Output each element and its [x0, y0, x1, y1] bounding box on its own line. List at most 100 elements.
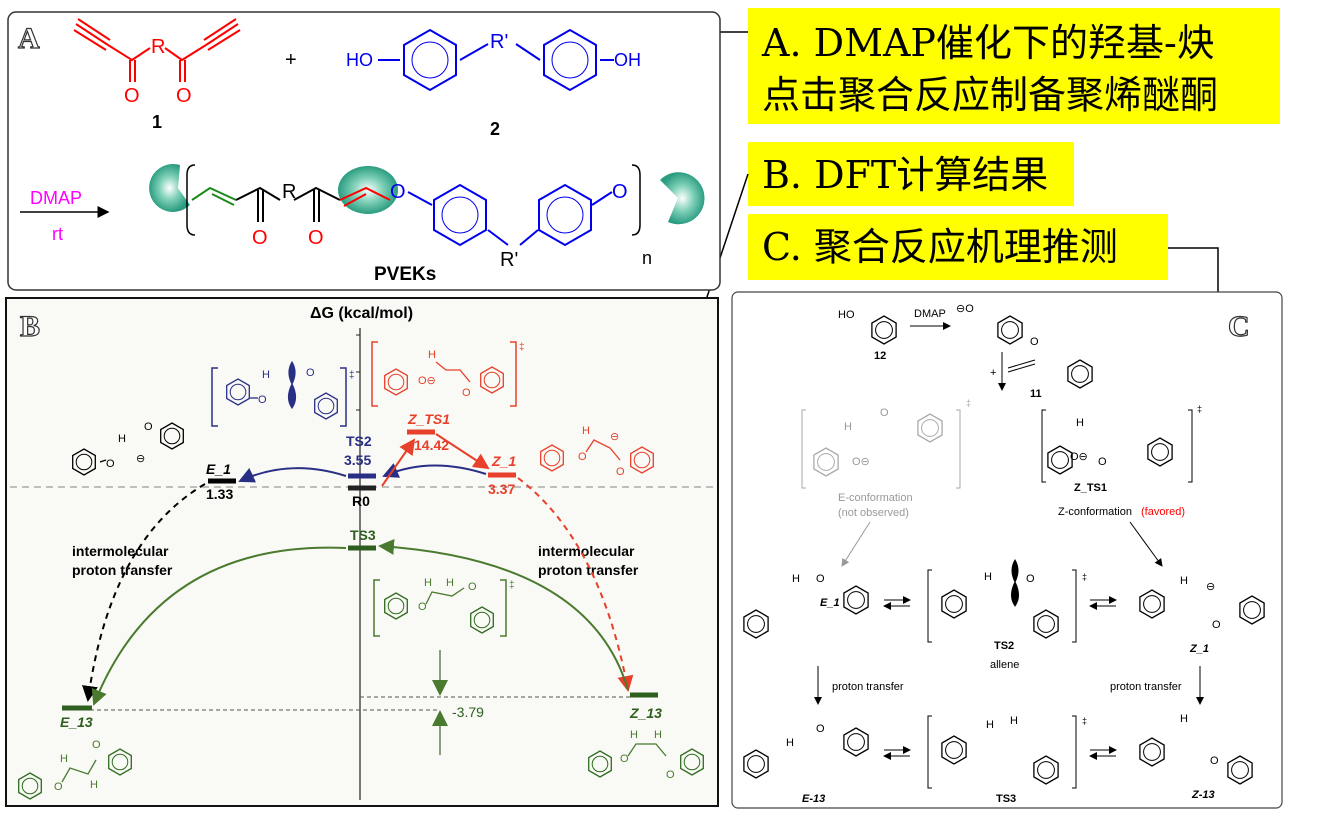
- c-z13-h: H: [1180, 713, 1188, 725]
- c-dagger-ts2: ‡: [1082, 572, 1087, 582]
- aromatic-circle-icon: [1037, 615, 1055, 633]
- aromatic-circle-icon: [945, 741, 963, 759]
- callout-c: C. 聚合反应机理推测: [748, 214, 1168, 280]
- benzene-ring-icon: [1067, 359, 1093, 389]
- panel-a-label: A: [18, 22, 40, 55]
- aromatic-circle-icon: [847, 591, 865, 609]
- label-e1: E_1: [206, 461, 231, 477]
- compound-2-oh: OH: [614, 50, 641, 70]
- label-e13: E_13: [60, 714, 93, 730]
- axis-title: ΔG (kcal/mol): [310, 305, 413, 322]
- dagger-ts3: ‡: [509, 580, 515, 591]
- benzene-ring-icon: [680, 748, 704, 776]
- c-dagger-ts3: ‡: [1082, 716, 1087, 726]
- benzene-ring-icon: [108, 748, 132, 776]
- c-ts3-h1: H: [986, 719, 994, 731]
- benzene-ring-icon: [403, 28, 457, 92]
- benzene-ring-icon: [470, 606, 494, 634]
- panel-b: B ΔG (kcal/mol) E_1 1.33 TS2 3.55 R0 Z_T…: [5, 297, 719, 807]
- benzene-ring-icon: [630, 446, 654, 474]
- callout-c-text: C. 聚合反应机理推测: [762, 225, 1118, 269]
- c-ts3-h2: H: [1010, 715, 1018, 727]
- benzene-ring-icon: [1147, 437, 1173, 467]
- value-e1: 1.33: [206, 486, 233, 502]
- aromatic-circle-icon: [441, 196, 479, 234]
- benzene-ring-icon: [384, 592, 408, 620]
- benzene-ring-icon: [1239, 595, 1265, 625]
- aromatic-circle-icon: [817, 453, 835, 471]
- c-dmap: DMAP: [914, 308, 946, 320]
- c-pt-right: proton transfer: [1110, 681, 1182, 693]
- benzene-ring-icon: [941, 735, 967, 765]
- benzene-ring-icon: [1139, 737, 1165, 767]
- ts3-h1: H: [424, 577, 432, 589]
- ts2-h: H: [262, 369, 270, 381]
- aromatic-circle-icon: [1243, 601, 1261, 619]
- aromatic-circle-icon: [546, 196, 584, 234]
- zts1-carbonyl-o: O: [462, 387, 471, 399]
- e13-carbonyl-o: O: [92, 739, 101, 751]
- c-e1-h: H: [792, 573, 800, 585]
- dagger-zts1: ‡: [519, 342, 525, 353]
- c-econf-label1: E-conformation: [838, 492, 913, 504]
- aromatic-circle-icon: [633, 451, 651, 469]
- benzene-ring-icon: [843, 585, 869, 615]
- benzene-ring-icon: [226, 378, 250, 406]
- polymer-rprime: R': [500, 249, 518, 271]
- aromatic-circle-icon: [921, 419, 939, 437]
- c-ts3-label: TS3: [996, 793, 1016, 805]
- aromatic-circle-icon: [387, 373, 405, 391]
- aromatic-circle-icon: [1151, 443, 1169, 461]
- c-zts1-label: Z_TS1: [1074, 482, 1107, 494]
- z13-h1: H: [630, 729, 638, 741]
- benzene-ring-icon: [314, 392, 338, 420]
- ts2-o: O: [258, 394, 267, 406]
- aromatic-circle-icon: [317, 397, 335, 415]
- benzene-ring-icon: [743, 749, 769, 779]
- c-z1-o: O: [1212, 619, 1221, 631]
- polymer-o4: O: [612, 181, 628, 203]
- ts3-o: O: [418, 601, 427, 613]
- callout-a-line1: A. DMAP催化下的羟基-炔: [761, 21, 1215, 65]
- condition-rt: rt: [52, 224, 63, 244]
- plus-sign: +: [285, 49, 297, 71]
- annot-left-1: intermolecular: [72, 543, 169, 559]
- e1-o: O: [106, 458, 115, 470]
- callout-a: A. DMAP催化下的羟基-炔 点击聚合反应制备聚烯醚酮: [748, 8, 1280, 124]
- aromatic-circle-icon: [1051, 451, 1069, 469]
- benzene-rings: [18, 28, 1265, 800]
- benzene-ring-icon: [160, 422, 184, 450]
- label-ts2: TS2: [346, 433, 372, 449]
- benzene-ring-icon: [480, 366, 504, 394]
- compound-2-rprime: R': [490, 31, 508, 53]
- aromatic-circle-icon: [875, 321, 893, 339]
- c-zts1-oneg: O⊖: [1070, 451, 1088, 463]
- aromatic-circle-icon: [1037, 761, 1055, 779]
- aromatic-circle-icon: [1071, 365, 1089, 383]
- aromatic-circle-icon: [163, 427, 181, 445]
- aromatic-circle-icon: [945, 595, 963, 613]
- benzene-ring-icon: [543, 28, 597, 92]
- c-ts2-label: TS2: [994, 640, 1014, 652]
- aromatic-circle-icon: [847, 733, 865, 751]
- aromatic-circle-icon: [75, 453, 93, 471]
- c-num11: 11: [1030, 388, 1042, 400]
- compound-1-number: 1: [152, 112, 162, 132]
- benzene-ring-icon: [1033, 609, 1059, 639]
- callout-b-text: B. DFT计算结果: [762, 153, 1048, 197]
- e13-h2: H: [90, 779, 98, 791]
- c-ts2-o: O: [1026, 573, 1035, 585]
- aromatic-circle-icon: [747, 755, 765, 773]
- c-ho: HO: [838, 309, 855, 321]
- c-e13-label: E-13: [802, 793, 825, 805]
- aromatic-circle-icon: [111, 753, 129, 771]
- benzene-ring-icon: [384, 368, 408, 396]
- aromatic-circle-icon: [747, 615, 765, 633]
- c-ts2-h: H: [984, 571, 992, 583]
- aromatic-circle-icon: [543, 449, 561, 467]
- e1-neg: ⊖: [136, 453, 145, 465]
- label-r0: R0: [352, 493, 370, 509]
- annot-right-2: proton transfer: [538, 562, 639, 578]
- c-pt-left: proton transfer: [832, 681, 904, 693]
- c-econf-label2: (not observed): [838, 507, 909, 519]
